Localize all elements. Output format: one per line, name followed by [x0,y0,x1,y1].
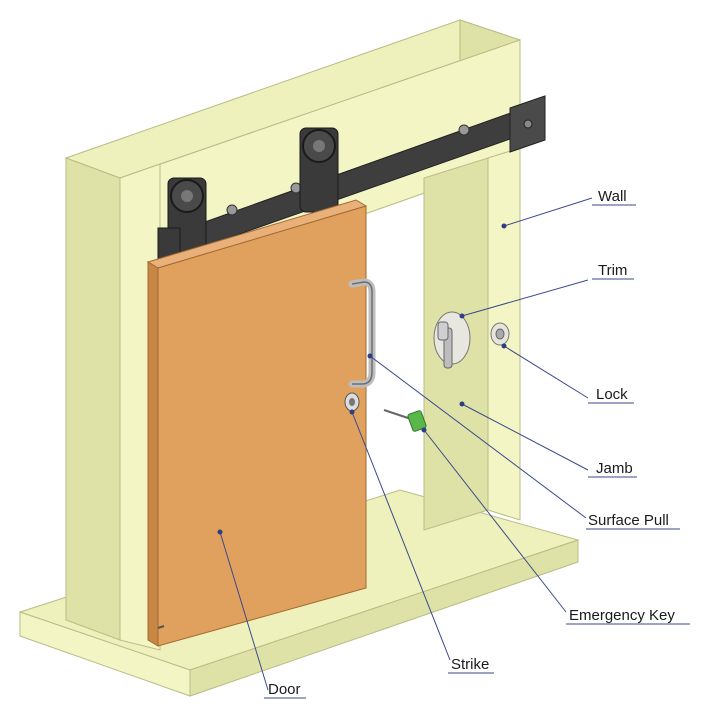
leader-wall [503,197,593,227]
label-trim: Trim [598,262,627,279]
label-door: Door [268,681,301,698]
left-pillar-side [65,157,121,641]
strike-plate [344,392,360,412]
barn-door-track [157,95,546,269]
label-surface-pull: Surface Pull [588,512,669,529]
leader-lock [503,345,589,399]
leader-trim [461,279,589,317]
base-side [189,539,579,697]
leader-surface-pull [369,355,587,519]
surface-pull-handle [348,278,376,388]
emergency-key [383,409,427,432]
roller-hanger-right [299,127,339,213]
label-jamb: Jamb [596,460,633,477]
labels: Wall Trim Lock Jamb Surface Pull Emergen… [264,188,690,699]
leader-lines [219,197,593,691]
leader-emergency-key [423,429,567,613]
label-wall: Wall [598,188,627,205]
trim-assembly [433,311,471,369]
leader-door [219,531,269,691]
label-lock: Lock [596,386,628,403]
lock-cylinder [490,322,510,346]
leader-jamb [461,403,589,471]
door-panel [146,199,368,647]
door-face [157,205,367,647]
leader-dots [217,223,507,535]
door-left-edge [147,261,159,647]
leader-strike [351,411,451,661]
label-emergency-key: Emergency Key [569,607,675,624]
label-strike: Strike [451,656,489,673]
